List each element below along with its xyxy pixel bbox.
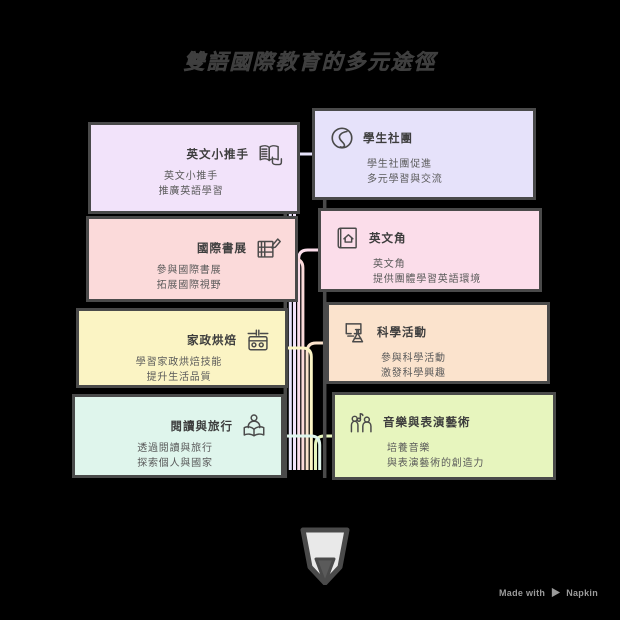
card-student-clubs[interactable]: 學生社團學生社團促進多元學習與交流 [312, 108, 536, 200]
card-title-international-book-fair: 國際書展 [197, 241, 247, 255]
oven-icon [245, 327, 271, 353]
card-body-science-activities: 參與科學活動激發科學興趣 [381, 351, 446, 381]
pencil-icon [300, 527, 350, 585]
card-international-book-fair[interactable]: 國際書展 參與國際書展拓展國際視野 [86, 216, 298, 302]
card-body-line2-reading-and-travel: 探索個人與國家 [137, 458, 213, 469]
card-body-line1-music-performing-arts: 培養音樂 [387, 443, 431, 454]
card-body-line2-english-promoter: 推廣英語學習 [158, 186, 224, 197]
card-body-line1-home-economics-baking: 學習家政烘焙技能 [135, 357, 223, 368]
card-title-english-corner: 英文角 [369, 231, 407, 245]
card-english-promoter[interactable]: 英文小推手 英文小推手推廣英語學習 [88, 122, 300, 214]
card-header-english-corner: 英文角 [335, 225, 407, 251]
card-body-music-performing-arts: 培養音樂與表演藝術的創造力 [387, 441, 484, 471]
napkin-play-logo-icon [552, 587, 561, 598]
card-science-activities[interactable]: 科學活動參與科學活動激發科學興趣 [326, 302, 550, 384]
card-body-line2-international-book-fair: 拓展國際視野 [156, 280, 222, 291]
card-body-line1-reading-and-travel: 透過閱讀與旅行 [137, 443, 213, 454]
watermark-brand: Napkin [566, 587, 598, 598]
card-header-reading-and-travel: 閱讀與旅行 [171, 413, 268, 439]
watermark: Made with Napkin [499, 587, 598, 598]
card-header-english-promoter: 英文小推手 [187, 141, 284, 167]
card-body-line2-student-clubs: 多元學習與交流 [367, 174, 443, 185]
card-body-home-economics-baking: 學習家政烘焙技能提升生活品質 [79, 355, 279, 385]
card-body-line1-english-corner: 英文角 [373, 259, 406, 270]
card-body-line2-music-performing-arts: 與表演藝術的創造力 [387, 458, 485, 469]
watermark-text: Made with [498, 587, 546, 598]
page-title: 雙語國際教育的多元途徑 [183, 49, 437, 74]
connector-home-economics-baking [288, 346, 313, 470]
circle-swirl-icon [329, 125, 355, 151]
card-title-music-performing-arts: 音樂與表演藝術 [383, 415, 471, 429]
bookshelf-pen-icon [255, 235, 281, 261]
connector-science-activities [305, 341, 326, 470]
card-title-science-activities: 科學活動 [377, 325, 427, 339]
card-body-line1-english-promoter: 英文小推手 [164, 171, 218, 182]
card-body-line1-student-clubs: 學生社團促進 [367, 159, 432, 170]
person-reading-icon [241, 413, 267, 439]
card-body-international-book-fair: 參與國際書展拓展國際視野 [89, 263, 289, 293]
card-title-student-clubs: 學生社團 [363, 131, 413, 145]
card-body-line2-home-economics-baking: 提升生活品質 [146, 372, 212, 383]
card-reading-and-travel[interactable]: 閱讀與旅行 透過閱讀與旅行探索個人與國家 [72, 394, 284, 478]
card-body-line2-english-corner: 提供團體學習英語環境 [373, 274, 481, 285]
card-body-english-promoter: 英文小推手推廣英語學習 [91, 169, 291, 199]
card-body-english-corner: 英文角提供團體學習英語環境 [373, 257, 481, 287]
card-header-international-book-fair: 國際書展 [197, 235, 281, 261]
card-header-science-activities: 科學活動 [343, 319, 427, 345]
card-title-home-economics-baking: 家政烘焙 [187, 333, 237, 347]
card-english-corner[interactable]: 英文角英文角提供團體學習英語環境 [318, 208, 542, 292]
card-title-english-promoter: 英文小推手 [186, 147, 249, 161]
monitor-flask-icon [343, 319, 369, 345]
card-body-reading-and-travel: 透過閱讀與旅行探索個人與國家 [75, 441, 275, 471]
card-body-line1-international-book-fair: 參與國際書展 [156, 265, 222, 276]
card-header-home-economics-baking: 家政烘焙 [187, 327, 271, 353]
card-home-economics-baking[interactable]: 家政烘焙 學習家政烘焙技能提升生活品質 [76, 308, 288, 388]
card-body-line2-science-activities: 激發科學興趣 [381, 368, 446, 379]
card-music-performing-arts[interactable]: 音樂與表演藝術培養音樂與表演藝術的創造力 [332, 392, 556, 480]
card-header-student-clubs: 學生社團 [329, 125, 413, 151]
card-title-reading-and-travel: 閱讀與旅行 [170, 419, 233, 433]
connector-reading-and-travel [284, 434, 322, 470]
card-body-student-clubs: 學生社團促進多元學習與交流 [367, 157, 443, 187]
card-body-line1-science-activities: 參與科學活動 [381, 353, 446, 364]
book-house-icon [335, 225, 361, 251]
open-book-hand-icon [257, 141, 283, 167]
card-header-music-performing-arts: 音樂與表演藝術 [349, 409, 471, 435]
people-music-icon [349, 409, 375, 435]
